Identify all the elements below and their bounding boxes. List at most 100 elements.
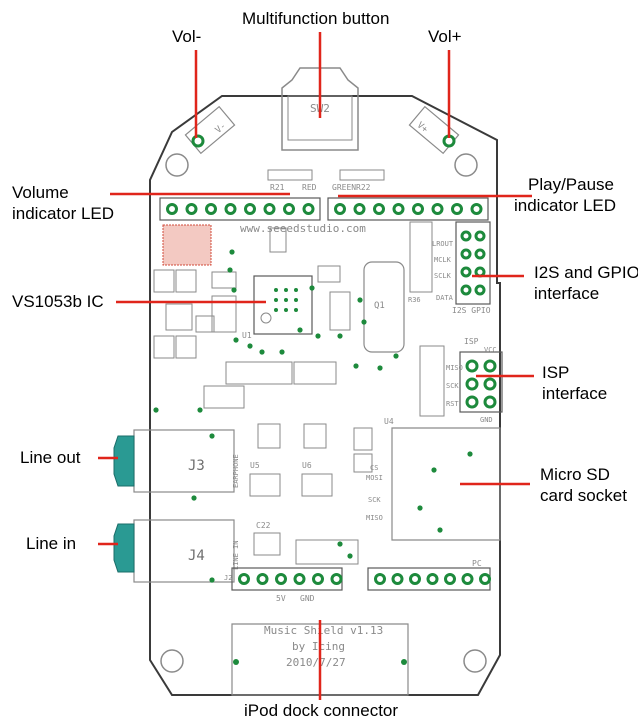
callout-volume-led-line1: Volume — [12, 183, 69, 202]
header-pc-pins — [374, 573, 491, 585]
via — [353, 363, 359, 369]
via — [233, 337, 239, 343]
chip-via — [284, 308, 288, 312]
via — [337, 541, 343, 547]
via — [309, 285, 315, 291]
cap-c22 — [253, 532, 281, 556]
resistor-row-lower — [295, 539, 359, 565]
silk-i2s-gpio: I2S GPIO — [452, 306, 491, 315]
callout-ipod-dock: iPod dock connector — [244, 701, 399, 720]
header-top-right-pins — [334, 203, 483, 215]
isp-pin — [483, 377, 497, 391]
chip-via — [274, 308, 278, 312]
hatched-pad — [162, 224, 212, 266]
silk-j2: J2 — [224, 574, 232, 582]
silk-title: Music Shield v1.13 — [264, 624, 383, 637]
callout-line-in: Line in — [26, 534, 77, 553]
callout-micro-sd-line1: Micro SD — [540, 465, 610, 484]
silk-date: 2010/7/27 — [286, 656, 346, 669]
silk-website: www.seeedstudio.com — [240, 222, 366, 235]
via — [377, 365, 383, 371]
header-pin — [451, 203, 463, 215]
via — [153, 407, 159, 413]
header-pin — [461, 573, 474, 585]
led-resistor-block-left — [267, 169, 313, 181]
silk-j4: J4 — [188, 548, 205, 564]
ipod-hole-left — [233, 659, 239, 665]
header-pin — [185, 203, 198, 215]
header-pin — [312, 573, 324, 585]
callout-micro-sd-line2: card socket — [540, 486, 627, 505]
header-j2-pins — [238, 573, 343, 585]
silk-q1: Q1 — [374, 301, 385, 311]
header-pin — [353, 203, 366, 215]
isp-pin — [465, 359, 479, 373]
header-pin — [392, 203, 405, 215]
via — [417, 505, 423, 511]
mount-hole-top-left — [165, 153, 189, 177]
header-pin — [302, 203, 315, 215]
callout-playpause-line2: indicator LED — [514, 196, 617, 215]
chip-via — [284, 298, 288, 302]
via — [431, 467, 437, 473]
via — [437, 527, 443, 533]
header-pin — [426, 573, 439, 585]
isp-pins — [465, 359, 497, 409]
vs1053b-chip — [253, 275, 313, 335]
via — [297, 327, 303, 333]
callout-i2s-line2: interface — [534, 284, 600, 303]
header-pin — [334, 203, 346, 215]
header-pin — [166, 203, 178, 215]
callout-multifunction-button: Multifunction button — [242, 9, 390, 28]
ipod-connector-outline — [231, 623, 409, 696]
isp-pin — [465, 395, 479, 409]
i2s-pin — [460, 248, 472, 260]
silk-earphone: EARPHONE — [232, 454, 240, 488]
header-pin — [263, 203, 276, 215]
silk-u4: U4 — [384, 417, 394, 426]
chip-u5 — [249, 473, 281, 497]
callout-volume-led-line2: indicator LED — [12, 204, 115, 223]
isp-pin — [483, 395, 497, 409]
silk-data: DATA — [436, 294, 454, 302]
callout-playpause-line1: Play/Pause — [528, 175, 614, 194]
i2s-pin — [460, 230, 472, 242]
header-pin — [224, 203, 237, 215]
jack-j4-plug — [113, 523, 135, 573]
silk-cs: CS — [370, 464, 378, 472]
silk-r22: R22 — [356, 183, 371, 192]
header-pin — [479, 573, 491, 585]
silk-mclk: MCLK — [434, 256, 452, 264]
callout-lines — [98, 32, 534, 700]
silk-sclk: SCLK — [434, 272, 452, 280]
header-pin — [409, 573, 421, 585]
i2s-pin — [474, 284, 486, 296]
board-outline — [149, 95, 502, 696]
small-components — [153, 227, 373, 473]
ipod-hole-right — [401, 659, 407, 665]
silk-author: by Icing — [292, 640, 345, 653]
silk-r36: R36 — [408, 296, 421, 304]
callout-isp-line2: interface — [542, 384, 608, 403]
callout-i2s-line1: I2S and GPIO — [534, 263, 638, 282]
silk-j3: J3 — [188, 458, 205, 474]
i2s-pin — [460, 266, 472, 278]
via — [197, 407, 203, 413]
header-pin — [373, 203, 385, 215]
header-top-left-pins — [166, 203, 315, 215]
via — [231, 287, 237, 293]
via — [357, 297, 363, 303]
header-pin — [283, 203, 295, 215]
jack-j3-plug — [113, 435, 135, 487]
via — [259, 349, 265, 355]
chip-via — [294, 298, 298, 302]
header-pin — [444, 573, 456, 585]
silk-miso2: MISO — [366, 514, 383, 522]
chip-via — [274, 298, 278, 302]
resistor-array-i2s — [409, 221, 433, 293]
chip-via — [274, 288, 278, 292]
header-top-left — [159, 197, 321, 221]
i2s-pin — [460, 284, 472, 296]
i2s-pin — [474, 248, 486, 260]
silk-u6: U6 — [302, 461, 312, 470]
